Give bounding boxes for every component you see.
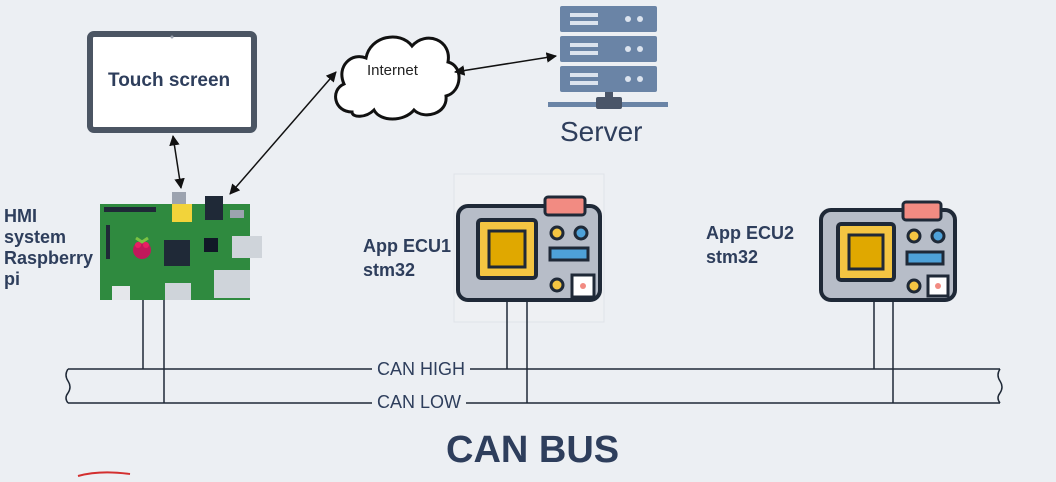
hmi-label-line: Raspberry: [4, 248, 94, 268]
red-annotation-mark: [77, 471, 131, 477]
hmi-label-line: pi: [4, 269, 20, 289]
ecu1-board-icon: [453, 173, 605, 323]
can-low-label: CAN LOW: [372, 392, 467, 413]
server-icon: [548, 6, 668, 109]
ecu2-board-icon: [819, 200, 957, 302]
can-bus-lines: [65, 368, 1003, 404]
can-high-label: CAN HIGH: [372, 359, 471, 380]
internet-label: Internet: [367, 62, 418, 79]
raspberry-pi-board-icon: [100, 192, 262, 300]
ecu1-label-line: stm32: [363, 260, 416, 280]
touch-screen-label: Touch screen: [108, 70, 231, 91]
can-drop-lines: [142, 300, 894, 403]
ecu1-label-line: App ECU1: [363, 236, 452, 256]
hmi-label-line: HMI: [4, 206, 37, 226]
server-label: Server: [560, 116, 643, 147]
ecu2-label-line: stm32: [706, 247, 759, 267]
internet-cloud-icon: [334, 35, 461, 121]
hmi-label: HMI system Raspberry pi: [4, 206, 104, 290]
arrow-pi-to-internet: [229, 71, 337, 195]
ecu2-label: App ECU2 stm32: [706, 221, 794, 269]
ecu1-label: App ECU1 stm32: [363, 234, 451, 282]
can-bus-title: CAN BUS: [446, 429, 620, 471]
arrow-internet-to-server: [453, 52, 558, 76]
arrow-screen-to-pi: [169, 134, 185, 190]
hmi-label-line: system: [4, 227, 67, 247]
ecu2-label-line: App ECU2: [706, 223, 795, 243]
